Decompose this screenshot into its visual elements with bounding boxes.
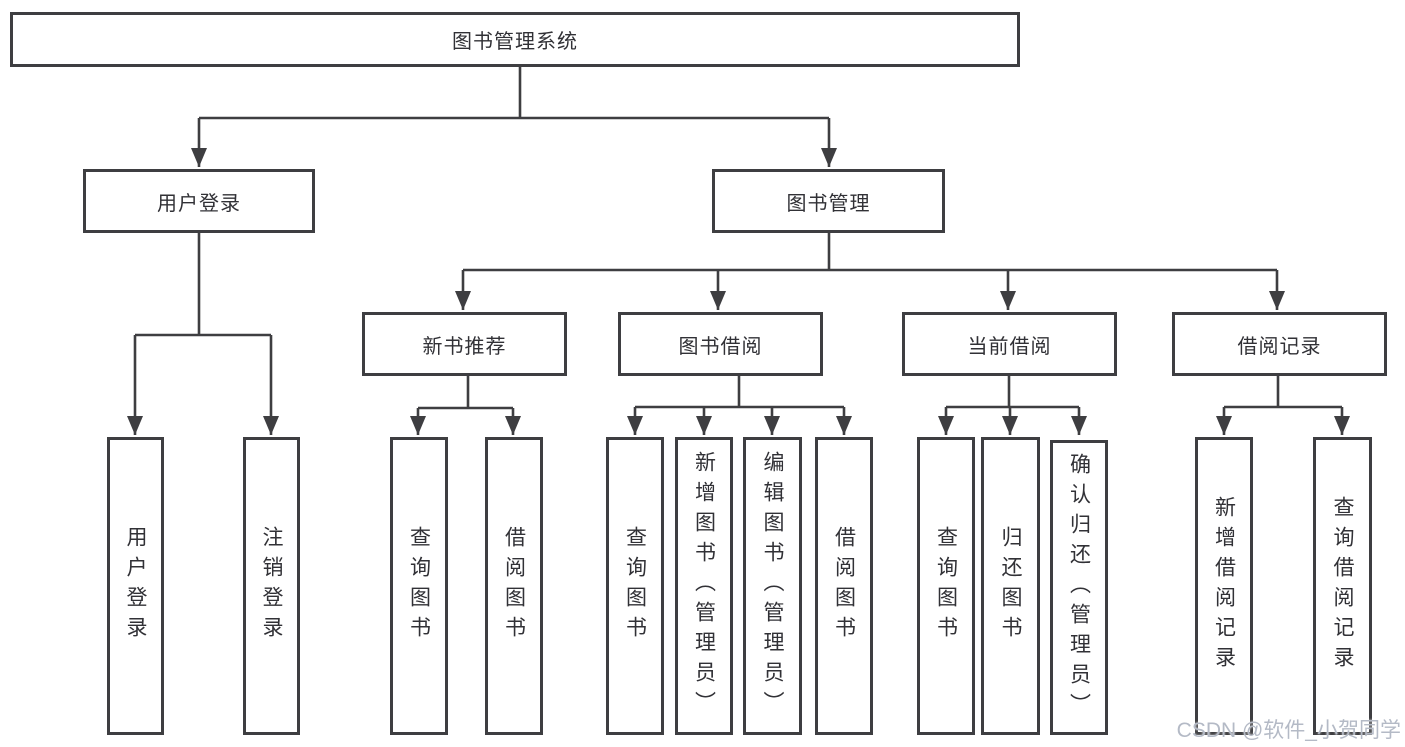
leaf-add-book-admin: 新增图书（管理员） <box>675 437 733 735</box>
node-book-management-branch: 图书管理 <box>712 169 945 233</box>
leaf-borrow-book: 借阅图书 <box>815 437 873 735</box>
leaf-current-query-book-label: 查询图书 <box>934 526 958 646</box>
leaf-recommend-query-book-label: 查询图书 <box>407 526 431 646</box>
node-book-borrow: 图书借阅 <box>618 312 823 376</box>
leaf-recommend-borrow-book: 借阅图书 <box>485 437 543 735</box>
leaf-return-book: 归还图书 <box>981 437 1040 735</box>
leaf-recommend-query-book: 查询图书 <box>390 437 448 735</box>
leaf-return-book-label: 归还图书 <box>999 526 1022 646</box>
leaf-borrow-query-book: 查询图书 <box>606 437 664 735</box>
leaf-add-borrow-record: 新增借阅记录 <box>1195 437 1253 735</box>
leaf-current-query-book: 查询图书 <box>917 437 975 735</box>
node-user-login-branch-label: 用户登录 <box>157 192 241 215</box>
node-library-system: 图书管理系统 <box>10 12 1020 67</box>
node-book-management-branch-label: 图书管理 <box>786 192 871 215</box>
leaf-query-borrow-record: 查询借阅记录 <box>1313 437 1372 735</box>
node-borrow-records: 借阅记录 <box>1172 312 1387 376</box>
node-book-borrow-label: 图书借阅 <box>678 335 763 358</box>
leaf-user-login-label: 用户登录 <box>124 526 147 646</box>
leaf-recommend-borrow-book-label: 借阅图书 <box>502 526 526 646</box>
leaf-add-book-admin-label: 新增图书（管理员） <box>692 451 716 721</box>
leaf-confirm-return-admin-label: 确认归还（管理员） <box>1067 452 1091 723</box>
node-current-borrow-label: 当前借阅 <box>967 335 1052 358</box>
leaf-query-borrow-record-label: 查询借阅记录 <box>1331 496 1354 676</box>
leaf-borrow-query-book-label: 查询图书 <box>623 526 647 646</box>
leaf-edit-book-admin: 编辑图书（管理员） <box>743 437 802 735</box>
node-borrow-records-label: 借阅记录 <box>1237 335 1322 358</box>
leaf-add-borrow-record-label: 新增借阅记录 <box>1212 496 1236 676</box>
leaf-confirm-return-admin: 确认归还（管理员） <box>1050 440 1108 735</box>
node-new-book-recommend-label: 新书推荐 <box>422 335 507 358</box>
leaf-edit-book-admin-label: 编辑图书（管理员） <box>761 451 784 721</box>
node-new-book-recommend: 新书推荐 <box>362 312 567 376</box>
leaf-logout: 注销登录 <box>243 437 300 735</box>
node-current-borrow: 当前借阅 <box>902 312 1117 376</box>
leaf-borrow-book-label: 借阅图书 <box>832 526 856 646</box>
node-library-system-label: 图书管理系统 <box>452 31 578 53</box>
node-user-login-branch: 用户登录 <box>83 169 315 233</box>
leaf-logout-label: 注销登录 <box>260 526 283 646</box>
leaf-user-login: 用户登录 <box>107 437 164 735</box>
